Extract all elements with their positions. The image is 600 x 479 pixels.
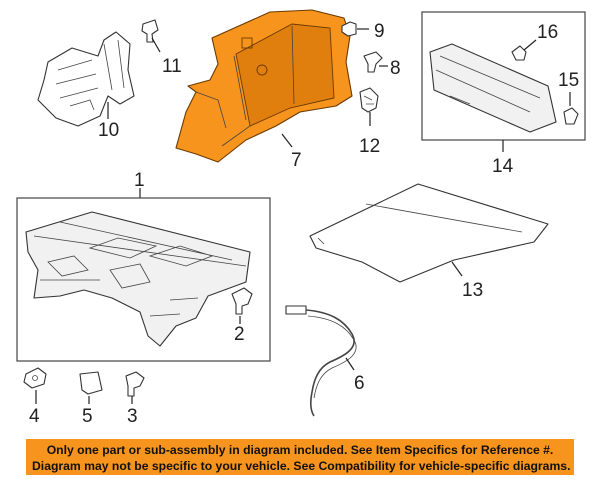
leader-16 xyxy=(523,39,537,51)
part-10-bracket xyxy=(37,31,135,127)
callout-14: 14 xyxy=(492,156,514,177)
callout-12: 12 xyxy=(359,136,380,157)
callout-13: 13 xyxy=(462,280,483,301)
part-5-clip xyxy=(79,371,103,395)
callout-7: 7 xyxy=(291,150,302,171)
part-11-clip xyxy=(141,19,159,43)
callout-2: 2 xyxy=(234,324,245,345)
callout-6: 6 xyxy=(354,373,365,394)
part-16-clip xyxy=(511,45,527,61)
part-2-fastener xyxy=(231,287,253,315)
part-7-trunk-side-trim xyxy=(175,9,353,163)
leader-11 xyxy=(151,37,161,53)
callout-4: 4 xyxy=(29,406,40,427)
callout-9: 9 xyxy=(374,21,385,42)
part-9-clip xyxy=(341,21,357,37)
part-13-trunk-mat xyxy=(309,183,549,283)
disclaimer-line-2: Diagram may not be specific to your vehi… xyxy=(32,459,571,473)
callout-3: 3 xyxy=(127,406,138,427)
callout-1: 1 xyxy=(134,170,145,191)
callout-8: 8 xyxy=(390,58,401,79)
callout-10: 10 xyxy=(98,120,119,141)
callout-15: 15 xyxy=(558,70,579,91)
group-box-1 xyxy=(16,197,271,362)
part-4-clip-nut xyxy=(23,367,47,389)
callout-16: 16 xyxy=(537,22,558,43)
part-15-clip xyxy=(563,107,579,125)
part-6-release-cable xyxy=(285,305,357,417)
part-1-rear-shelf xyxy=(25,211,251,347)
leader-7 xyxy=(281,133,293,148)
callout-5: 5 xyxy=(82,406,93,427)
leader-6 xyxy=(345,357,355,371)
part-12-clip xyxy=(359,87,379,113)
part-8-clip xyxy=(363,51,383,73)
part-14-sill-plate xyxy=(429,43,557,133)
leader-13 xyxy=(451,261,463,277)
disclaimer-banner: Only one part or sub-assembly in diagram… xyxy=(26,439,574,475)
callout-11: 11 xyxy=(162,56,182,77)
part-3-bolt xyxy=(125,371,145,397)
disclaimer-line-1: Only one part or sub-assembly in diagram… xyxy=(46,443,554,457)
